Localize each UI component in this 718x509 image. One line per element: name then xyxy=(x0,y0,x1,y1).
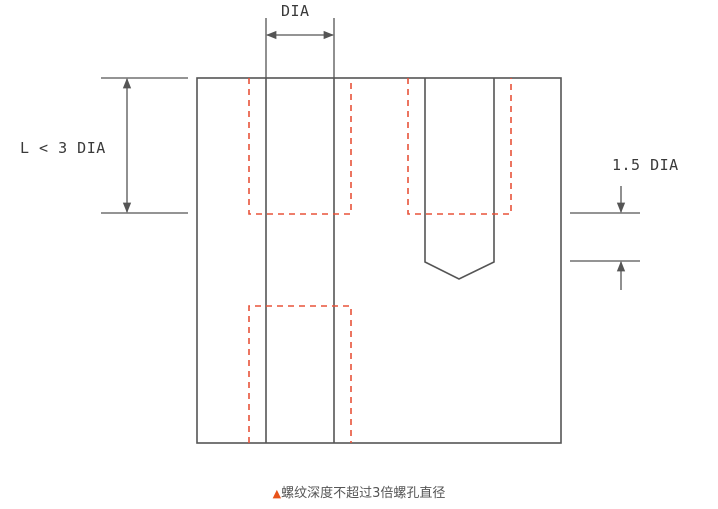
upper-thread-engagement-dashed xyxy=(248,78,352,215)
lower-thread-engagement-dashed xyxy=(248,305,352,443)
length-limit-label: L < 3 DIA xyxy=(20,139,106,157)
blind-hole-thread-dashed xyxy=(407,78,512,215)
caption-triangle-icon: ▲ xyxy=(272,487,282,500)
part-block-outline xyxy=(196,77,562,444)
depth-extra-label: 1.5 DIA xyxy=(612,156,679,174)
figure-caption: ▲螺纹深度不超过3倍螺孔直径 xyxy=(0,482,718,501)
dia-label: DIA xyxy=(281,2,310,20)
caption-text: 螺纹深度不超过3倍螺孔直径 xyxy=(281,486,446,501)
blind-hole-outline xyxy=(424,78,495,280)
